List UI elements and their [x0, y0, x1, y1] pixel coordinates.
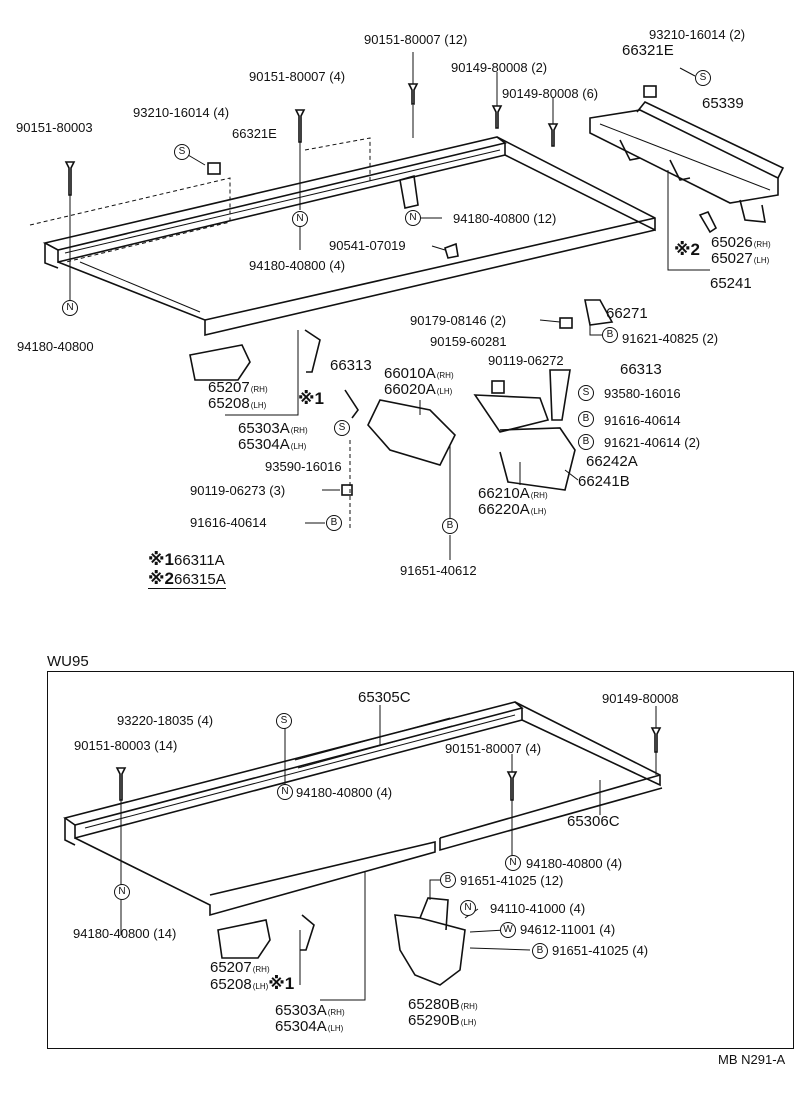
- label-91651-41025-4: 91651-41025 (4): [552, 943, 649, 958]
- top-small-parts: [189, 174, 614, 491]
- label-90151-80003-14: 90151-80003 (14): [74, 738, 178, 753]
- label-93220-18035-4: 93220-18035 (4): [117, 713, 214, 728]
- label-65241: 65241: [710, 275, 752, 292]
- symbol-n: N: [62, 300, 78, 316]
- top-frame-rails: [29, 136, 656, 337]
- label-93580-16016: 93580-16016: [604, 386, 681, 401]
- label-90151-80003: 90151-80003: [16, 120, 93, 135]
- label-65208-top: 65208(LH): [208, 395, 267, 412]
- symbol-n: N: [505, 855, 521, 871]
- bottom-small-parts: [217, 897, 466, 986]
- note-mark-2-top: ※2: [674, 240, 700, 259]
- bottom-fasteners: [115, 727, 662, 801]
- symbol-b: B: [578, 411, 594, 427]
- label-65304a: 65304A(LH): [275, 1018, 344, 1035]
- symbol-s: S: [174, 144, 190, 160]
- label-90149-80008-2: 90149-80008 (2): [451, 60, 548, 75]
- symbol-n: N: [292, 211, 308, 227]
- label-65207: 65207(RH): [210, 959, 270, 976]
- label-94110-41000-4: 94110-41000 (4): [490, 901, 586, 916]
- label-66241b: 66241B: [578, 473, 630, 490]
- label-90149-80008-6: 90149-80008 (6): [502, 86, 599, 101]
- label-90149-80008-b: 90149-80008: [602, 691, 679, 706]
- label-66010a: 66010A(RH): [384, 365, 454, 382]
- label-65305c: 65305C: [358, 689, 411, 706]
- label-90151-80007-4: 90151-80007 (4): [249, 69, 346, 84]
- label-65280b: 65280B(RH): [408, 996, 478, 1013]
- label-94180-40800: 94180-40800: [17, 339, 94, 354]
- symbol-n: N: [114, 884, 130, 900]
- symbol-s: S: [695, 70, 711, 86]
- label-91621-40614-2: 91621-40614 (2): [604, 435, 701, 450]
- label-90159-60281: 90159-60281: [430, 334, 507, 349]
- symbol-n: N: [460, 900, 476, 916]
- label-65208: 65208(LH)※1: [210, 974, 295, 993]
- label-90119-06273-3: 90119-06273 (3): [190, 483, 286, 498]
- wu95-frame: [47, 671, 794, 1049]
- label-94180-40800-4-b: 94180-40800 (4): [296, 785, 393, 800]
- symbol-s: S: [334, 420, 350, 436]
- label-91616-40614-right: 91616-40614: [604, 413, 681, 428]
- label-93210-16014-4: 93210-16014 (4): [133, 105, 230, 120]
- label-94180-40800-12: 94180-40800 (12): [453, 211, 557, 226]
- symbol-w: W: [500, 922, 516, 938]
- label-94180-40800-14: 94180-40800 (14): [73, 926, 177, 941]
- front-bracket-65339: [589, 101, 785, 234]
- label-90151-80007-4-b: 90151-80007 (4): [445, 741, 542, 756]
- label-94180-40800-4: 94180-40800 (4): [249, 258, 346, 273]
- label-66313-right: 66313: [620, 361, 662, 378]
- note-66311a: ※166311A: [148, 550, 225, 569]
- label-66220a: 66220A(LH): [478, 501, 547, 518]
- label-91616-40614-left: 91616-40614: [190, 515, 267, 530]
- symbol-n: N: [277, 784, 293, 800]
- symbol-s: S: [578, 385, 594, 401]
- symbol-n: N: [405, 210, 421, 226]
- bottom-rails: [63, 701, 663, 917]
- label-90151-80007-12: 90151-80007 (12): [364, 32, 468, 47]
- symbol-b: B: [442, 518, 458, 534]
- symbol-b: B: [440, 872, 456, 888]
- top-fasteners: [64, 83, 657, 496]
- label-65290b: 65290B(LH): [408, 1012, 477, 1029]
- label-65339: 65339: [702, 95, 744, 112]
- label-91621-40825-2: 91621-40825 (2): [622, 331, 719, 346]
- label-65026: 65026(RH): [711, 234, 771, 251]
- symbol-b: B: [602, 327, 618, 343]
- symbol-b: B: [578, 434, 594, 450]
- symbol-s: S: [276, 713, 292, 729]
- label-65207-top: 65207(RH): [208, 379, 268, 396]
- label-65306c: 65306C: [567, 813, 620, 830]
- label-90541-07019: 90541-07019: [329, 238, 406, 253]
- label-90179-08146-2: 90179-08146 (2): [410, 313, 507, 328]
- label-65027: 65027(LH): [711, 250, 770, 267]
- note-66315a: ※266315A: [148, 569, 226, 589]
- label-94180-40800-4-c: 94180-40800 (4): [526, 856, 623, 871]
- note-mark-1-bottom: ※1: [268, 974, 295, 993]
- label-91651-40612: 91651-40612: [400, 563, 477, 578]
- label-66210a: 66210A(RH): [478, 485, 548, 502]
- label-66242a: 66242A: [586, 453, 638, 470]
- label-66321e-left: 66321E: [232, 126, 277, 141]
- frame-title-wu95: WU95: [47, 653, 89, 670]
- symbol-b: B: [532, 943, 548, 959]
- catalog-code: MB N291-A: [718, 1052, 786, 1067]
- label-65303a-top: 65303A(RH): [238, 420, 308, 437]
- label-94612-11001-4: 94612-11001 (4): [520, 922, 616, 937]
- symbol-b: B: [326, 515, 342, 531]
- label-65303a: 65303A(RH): [275, 1002, 345, 1019]
- label-93590-16016: 93590-16016: [265, 459, 342, 474]
- bottom-leaders: [120, 705, 657, 1001]
- label-66321e-right: 66321E: [622, 42, 674, 59]
- label-93210-16014-2: 93210-16014 (2): [649, 27, 746, 42]
- note-mark-1-top: ※1: [298, 389, 324, 408]
- label-90119-06272: 90119-06272: [488, 353, 564, 368]
- label-66313-mid: 66313: [330, 357, 372, 374]
- label-66271: 66271: [606, 305, 648, 322]
- label-91651-41025-12: 91651-41025 (12): [460, 873, 564, 888]
- label-66020a: 66020A(LH): [384, 381, 453, 398]
- label-65304a-top: 65304A(LH): [238, 436, 307, 453]
